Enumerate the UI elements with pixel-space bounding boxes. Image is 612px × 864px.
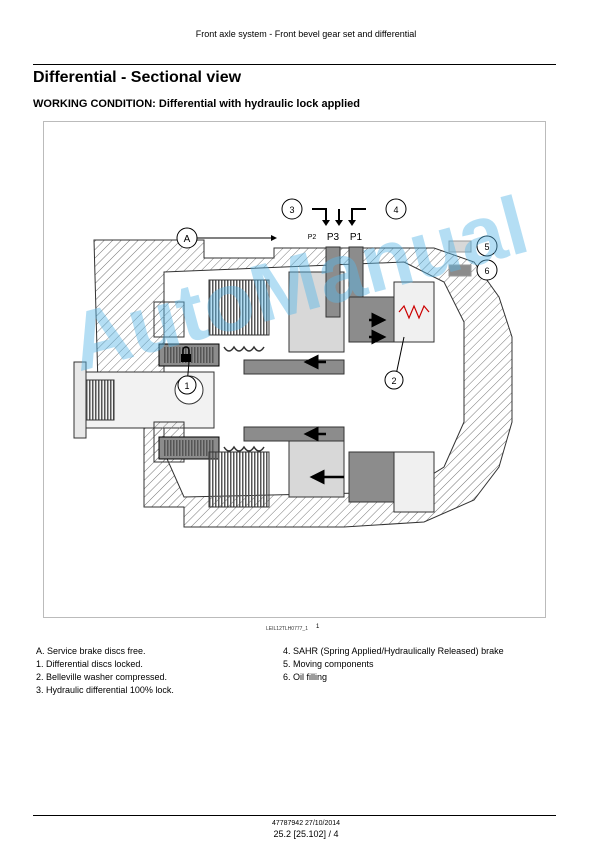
callout-6-label: 6 xyxy=(484,266,489,276)
swatch-oil-filling xyxy=(448,264,472,277)
sahr-brake-pack-upper xyxy=(393,281,435,343)
belleville-springs-upper xyxy=(223,345,265,352)
legend-item: 2. Belleville washer compressed. xyxy=(36,672,168,682)
legend-item: 4. SAHR (Spring Applied/Hydraulically Re… xyxy=(283,646,504,656)
callout-4 xyxy=(385,198,407,220)
callout-5 xyxy=(476,235,498,257)
callout-1-label: 1 xyxy=(184,381,189,391)
sahr-brake-pack-lower xyxy=(393,451,435,513)
port-label-p2: P2 xyxy=(308,234,317,241)
callout-2 xyxy=(384,370,404,390)
legend-item: 5. Moving components xyxy=(283,659,374,669)
oil-chamber-lower xyxy=(348,451,395,503)
callout-3 xyxy=(281,198,303,220)
figure-number: 1 xyxy=(316,624,320,630)
port-label-p1: P1 xyxy=(350,232,363,243)
callout-1 xyxy=(177,375,197,395)
sectional-view-figure: A 3 4 1 2 5 6 P2 P3 P1 xyxy=(43,121,546,618)
header-rule xyxy=(33,64,556,65)
figure-reference: LEIL12TLH0777_1 xyxy=(266,626,308,632)
callout-3-label: 3 xyxy=(289,205,294,215)
footer-page-number: 25.2 [25.102] / 4 xyxy=(273,829,339,839)
legend-right: 4. SAHR (Spring Applied/Hydraulically Re… xyxy=(283,645,504,684)
oil-channel-p3 xyxy=(325,246,341,318)
callout-4-label: 4 xyxy=(393,205,398,215)
footer-doc-id: 47787942 27/10/2014 xyxy=(271,820,341,827)
running-header: Front axle system - Front bevel gear set… xyxy=(195,29,417,39)
oil-passage-center xyxy=(243,359,345,375)
service-brake-discs-lower xyxy=(208,451,270,508)
section-title: Differential - Sectional view xyxy=(33,69,242,86)
differential-section-drawing: A 3 4 1 2 5 6 P2 P3 P1 xyxy=(73,198,513,528)
legend-item: A. Service brake discs free. xyxy=(36,646,146,656)
legend-item: 6. Oil filling xyxy=(283,672,328,682)
lock-icon xyxy=(181,346,191,362)
callout-2-label: 2 xyxy=(391,376,396,386)
callout-A-label: A xyxy=(184,234,191,245)
legend-item: 1. Differential discs locked. xyxy=(36,659,143,669)
legend-item: 3. Hydraulic differential 100% lock. xyxy=(36,685,174,695)
callout-6 xyxy=(476,259,498,281)
callout-A xyxy=(176,227,198,249)
belleville-springs-lower xyxy=(223,445,265,452)
oil-passage-center-lower xyxy=(243,426,345,442)
swatch-moving-components xyxy=(448,240,472,253)
working-condition-subtitle: WORKING CONDITION: Differential with hyd… xyxy=(33,98,360,110)
footer-rule xyxy=(33,815,556,816)
upper-bearing xyxy=(153,301,185,338)
port-label-p3: P3 xyxy=(327,232,340,243)
callout-5-label: 5 xyxy=(484,242,489,252)
service-brake-discs-upper xyxy=(208,279,270,336)
shaft-end-flange xyxy=(73,361,87,439)
legend-left: A. Service brake discs free. 1. Differen… xyxy=(36,645,174,697)
